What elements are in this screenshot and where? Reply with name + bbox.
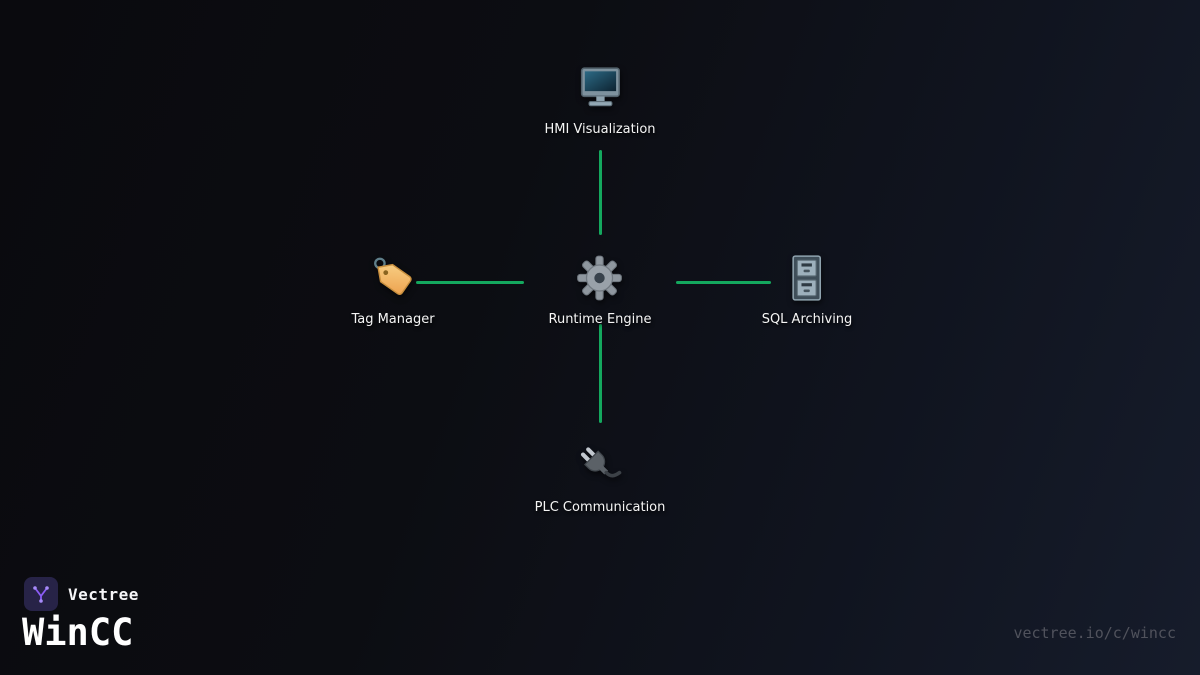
node-label: SQL Archiving <box>761 312 853 327</box>
node-tag-manager[interactable]: Tag Manager <box>351 253 435 327</box>
node-plc-communication[interactable]: PLC Communication <box>534 441 666 515</box>
brand-name: Vectree <box>68 584 139 604</box>
node-label: HMI Visualization <box>544 122 656 137</box>
card-url: vectree.io/c/wincc <box>1013 624 1176 642</box>
edge-runtime-sql-archiving <box>676 280 771 284</box>
file-cabinet-icon <box>782 253 832 303</box>
monitor-icon <box>575 63 625 113</box>
node-label: Runtime Engine <box>548 312 652 327</box>
page-title: WinCC <box>22 611 134 654</box>
brand-row: Vectree <box>24 577 139 611</box>
node-label: Tag Manager <box>351 312 435 327</box>
gear-icon <box>575 253 625 303</box>
node-label: PLC Communication <box>534 500 666 515</box>
node-runtime-engine[interactable]: Runtime Engine <box>548 253 652 327</box>
tag-icon <box>368 253 418 303</box>
edge-runtime-tag-manager <box>416 280 524 284</box>
edge-runtime-hmi <box>598 150 602 235</box>
plug-icon <box>575 441 625 491</box>
edge-runtime-plc <box>598 324 602 423</box>
node-sql-archiving[interactable]: SQL Archiving <box>761 253 853 327</box>
vectree-logo-icon <box>24 577 58 611</box>
node-hmi-visualization[interactable]: HMI Visualization <box>544 63 656 137</box>
